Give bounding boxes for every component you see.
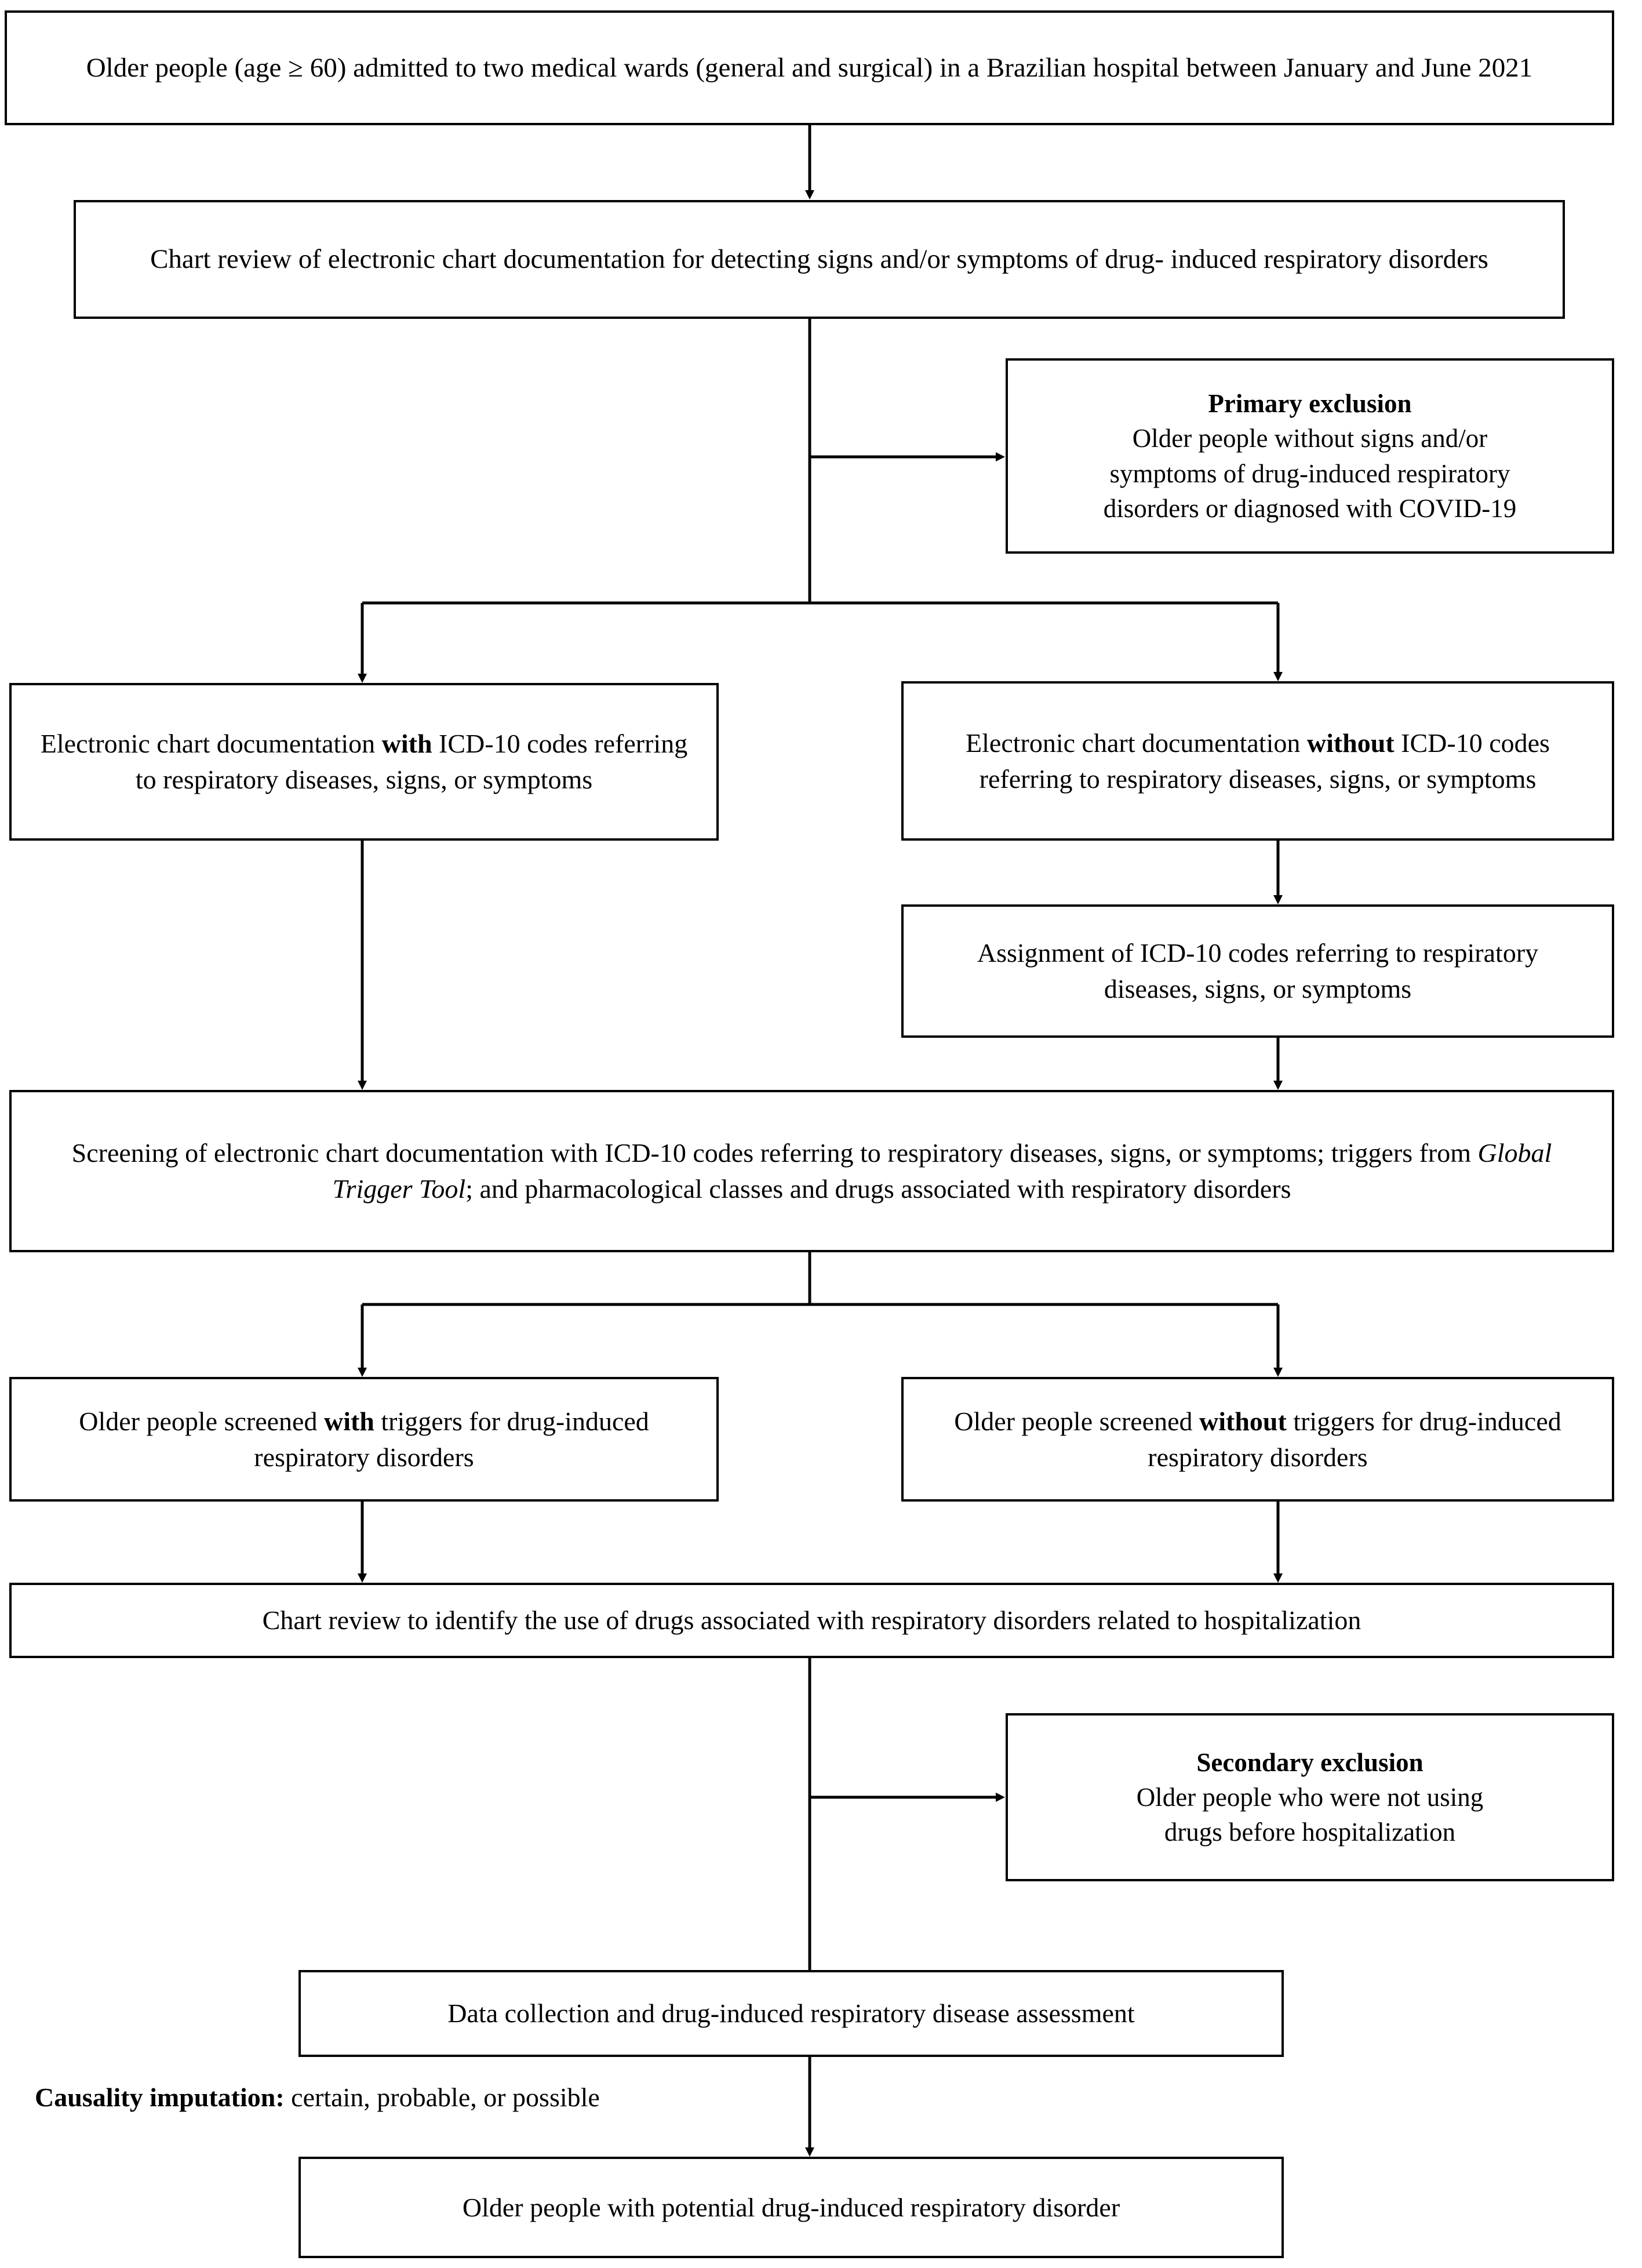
node-screening: Screening of electronic chart documentat… (9, 1090, 1614, 1252)
node-assignment-icd10-text: Assignment of ICD-10 codes referring to … (977, 938, 1539, 1004)
edge-label-causality-imputation: Causality imputation: certain, probable,… (35, 2081, 600, 2113)
node-screened-without-triggers-text: Older people screened without triggers f… (954, 1406, 1561, 1472)
node-population-text: Older people (age ≥ 60) admitted to two … (86, 52, 1533, 83)
node-drug-use-chart-review: Chart review to identify the use of drug… (9, 1583, 1614, 1658)
node-population: Older people (age ≥ 60) admitted to two … (5, 10, 1614, 125)
node-screening-text: Screening of electronic chart documentat… (71, 1138, 1552, 1204)
node-data-collection-text: Data collection and drug-induced respira… (447, 1998, 1135, 2029)
node-screened-with-triggers: Older people screened with triggers for … (9, 1377, 719, 1502)
node-outcome: Older people with potential drug-induced… (298, 2157, 1284, 2258)
node-without-icd10: Electronic chart documentation without I… (901, 681, 1614, 841)
node-primary-exclusion-heading: Primary exclusion (1208, 388, 1412, 418)
node-screened-without-triggers: Older people screened without triggers f… (901, 1377, 1614, 1502)
node-chart-review: Chart review of electronic chart documen… (74, 200, 1565, 319)
node-screened-with-triggers-text: Older people screened with triggers for … (79, 1406, 649, 1472)
node-outcome-text: Older people with potential drug-induced… (462, 2192, 1120, 2222)
node-secondary-exclusion-heading: Secondary exclusion (1196, 1747, 1423, 1777)
node-primary-exclusion-text: Primary exclusion Older people without s… (1103, 388, 1517, 523)
node-screening-emphasis: Global Trigger Tool (332, 1138, 1552, 1204)
node-drug-use-chart-review-text: Chart review to identify the use of drug… (262, 1605, 1361, 1635)
node-without-icd10-text: Electronic chart documentation without I… (966, 728, 1550, 794)
edge-label-causality-emphasis: Causality imputation: (35, 2082, 285, 2112)
node-data-collection: Data collection and drug-induced respira… (298, 1970, 1284, 2057)
node-secondary-exclusion: Secondary exclusion Older people who wer… (1006, 1713, 1614, 1881)
node-secondary-exclusion-text: Secondary exclusion Older people who wer… (1136, 1747, 1484, 1847)
node-with-icd10-text: Electronic chart documentation with ICD-… (40, 729, 688, 794)
edge-label-causality-rest: certain, probable, or possible (284, 2082, 600, 2112)
node-assignment-icd10: Assignment of ICD-10 codes referring to … (901, 904, 1614, 1038)
node-with-icd10: Electronic chart documentation with ICD-… (9, 683, 719, 841)
node-primary-exclusion: Primary exclusion Older people without s… (1006, 358, 1614, 554)
node-chart-review-text: Chart review of electronic chart documen… (150, 244, 1488, 275)
